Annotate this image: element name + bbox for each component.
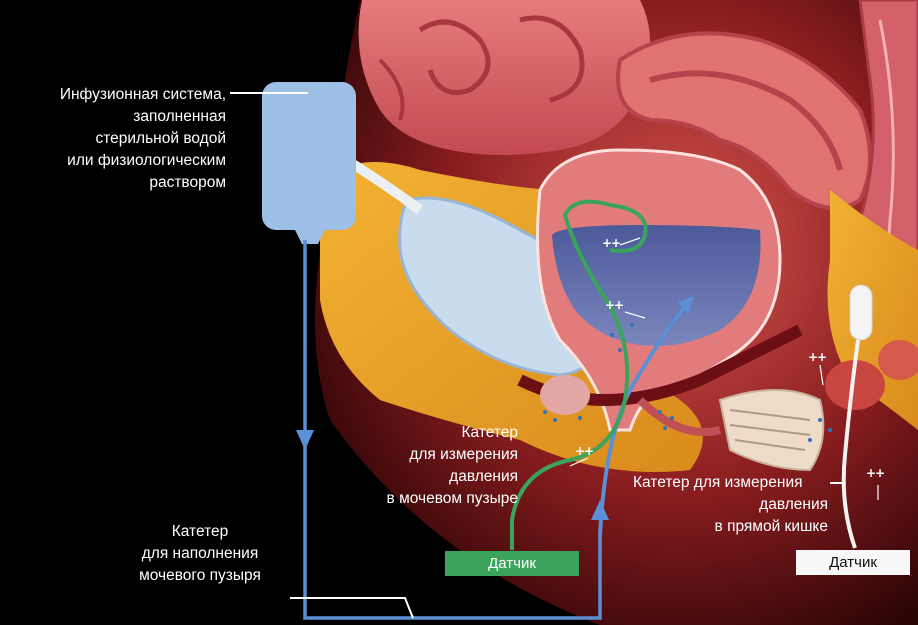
filling-pointer <box>290 598 413 618</box>
bladder-pressure-catheter-label: Катетер для измерения давления в мочевом… <box>290 422 518 510</box>
rectal-balloon <box>850 285 872 340</box>
pressure-mark: ++ <box>605 298 623 312</box>
filling-catheter-label: Катетер для наполнения мочевого пузыря <box>110 521 290 587</box>
pressure-mark: ++ <box>575 444 593 458</box>
bladder-sensor-box: Датчик <box>445 551 579 576</box>
intestines <box>359 0 650 155</box>
infusion-bag <box>262 82 356 230</box>
rectal-sensor-box: Датчик <box>796 550 910 575</box>
pressure-mark: ++ <box>602 236 620 250</box>
rectal-pressure-catheter-label-line1: Катетер для измерения <box>633 472 913 494</box>
rectal-pressure-catheter-label: давления в прямой кишке <box>600 494 828 538</box>
pressure-mark: ++ <box>808 350 826 364</box>
infusion-system-label: Инфузионная система, заполненная стериль… <box>2 84 226 194</box>
